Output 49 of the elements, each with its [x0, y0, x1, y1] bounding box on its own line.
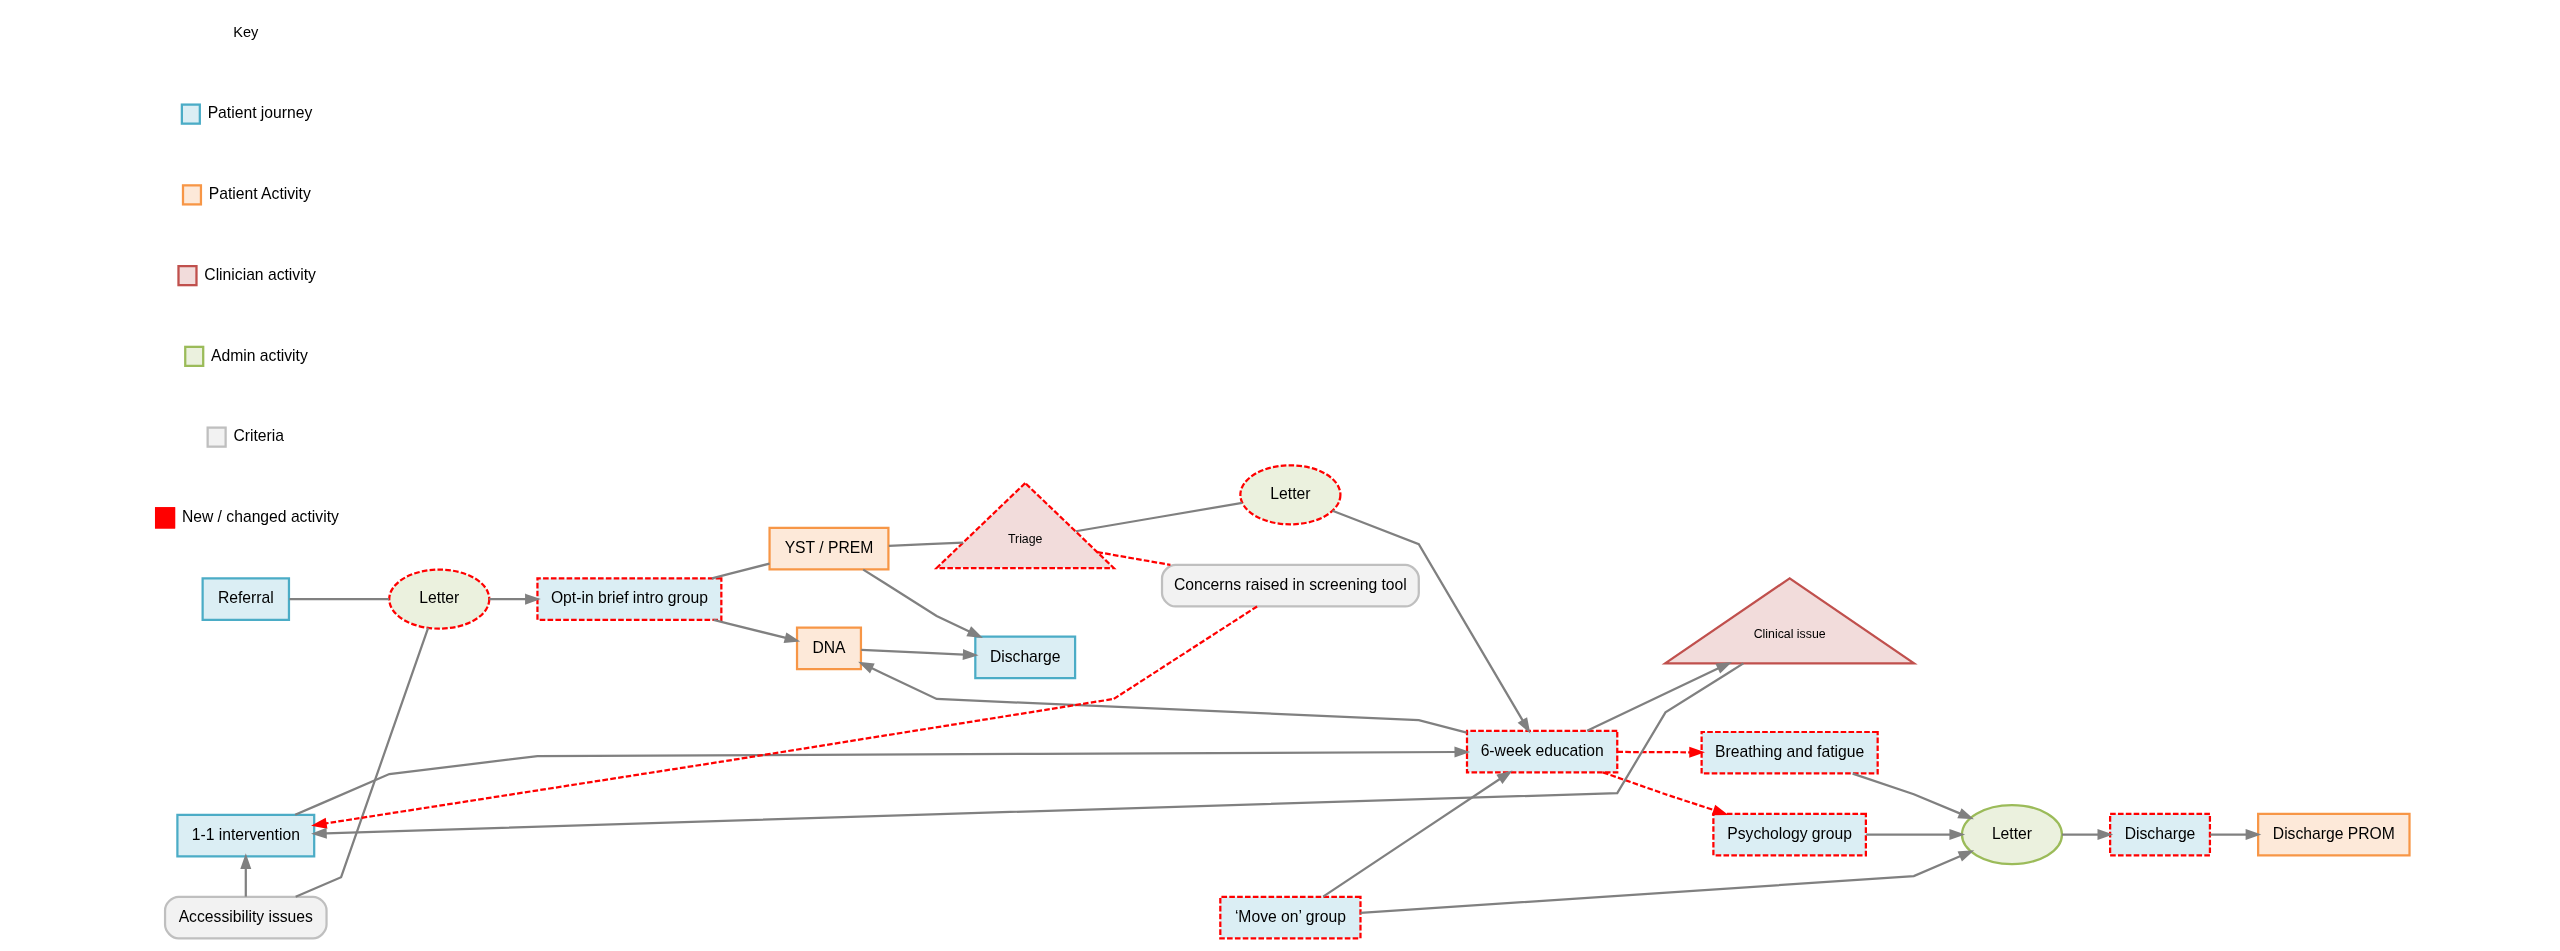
- node-box: Referral: [201, 577, 291, 621]
- node-box: Opt-in brief intro group: [536, 577, 723, 621]
- node-box: Concerns raised in screening tool: [1160, 563, 1420, 608]
- arrow: [311, 605, 1258, 829]
- node-ellipse: Letter: [388, 568, 491, 630]
- label: Key: [233, 23, 259, 40]
- arrow: [294, 746, 1471, 816]
- node-box: Breathing and fatigue: [1700, 730, 1879, 775]
- arrow: [1852, 772, 1974, 820]
- arrow: [858, 661, 1467, 734]
- arrow: [2210, 829, 2262, 841]
- arrow: [862, 568, 983, 638]
- arrow: [1360, 850, 1975, 915]
- connector: [289, 598, 390, 601]
- arrow: [713, 618, 801, 644]
- node-ellipse: Letter: [1239, 464, 1342, 526]
- arrow: [1602, 771, 1729, 816]
- arrow: [1866, 829, 1966, 841]
- arrow: [1322, 770, 1513, 898]
- arrow: [240, 853, 252, 897]
- node-ellipse: Letter: [1960, 803, 2064, 866]
- node-box: YST / PREM: [768, 526, 890, 571]
- legend-label: Admin activity: [211, 346, 308, 364]
- arrow: [1617, 746, 1705, 758]
- arrow: [1332, 509, 1531, 734]
- legend-label: Patient journey: [207, 104, 313, 122]
- node-box: 1-1 intervention: [176, 813, 316, 858]
- arrow: [1586, 661, 1732, 732]
- node-box: Discharge: [974, 635, 1077, 680]
- node-box: Accessibility issues: [163, 895, 328, 940]
- connector: [888, 541, 964, 548]
- arrow: [2062, 829, 2114, 841]
- arrow: [861, 648, 979, 661]
- node-box: Discharge: [2109, 812, 2212, 857]
- legend-label: New / changed activity: [181, 507, 339, 525]
- connector: [1075, 501, 1243, 533]
- node-box: ‘Move on’ group: [1219, 895, 1362, 940]
- node-box: Discharge PROM: [2257, 812, 2411, 857]
- legend-label: Patient Activity: [208, 185, 311, 203]
- arrow: [489, 593, 541, 605]
- legend-label: Clinician activity: [204, 265, 316, 283]
- arrow: [311, 662, 1744, 839]
- connector: [295, 627, 430, 898]
- node-box: 6-week education: [1465, 729, 1619, 774]
- legend-label: Criteria: [233, 427, 285, 445]
- connector: [711, 562, 770, 580]
- node-box: Psychology group: [1712, 812, 1867, 857]
- connector: [1097, 551, 1171, 566]
- node-box: DNA: [795, 626, 863, 671]
